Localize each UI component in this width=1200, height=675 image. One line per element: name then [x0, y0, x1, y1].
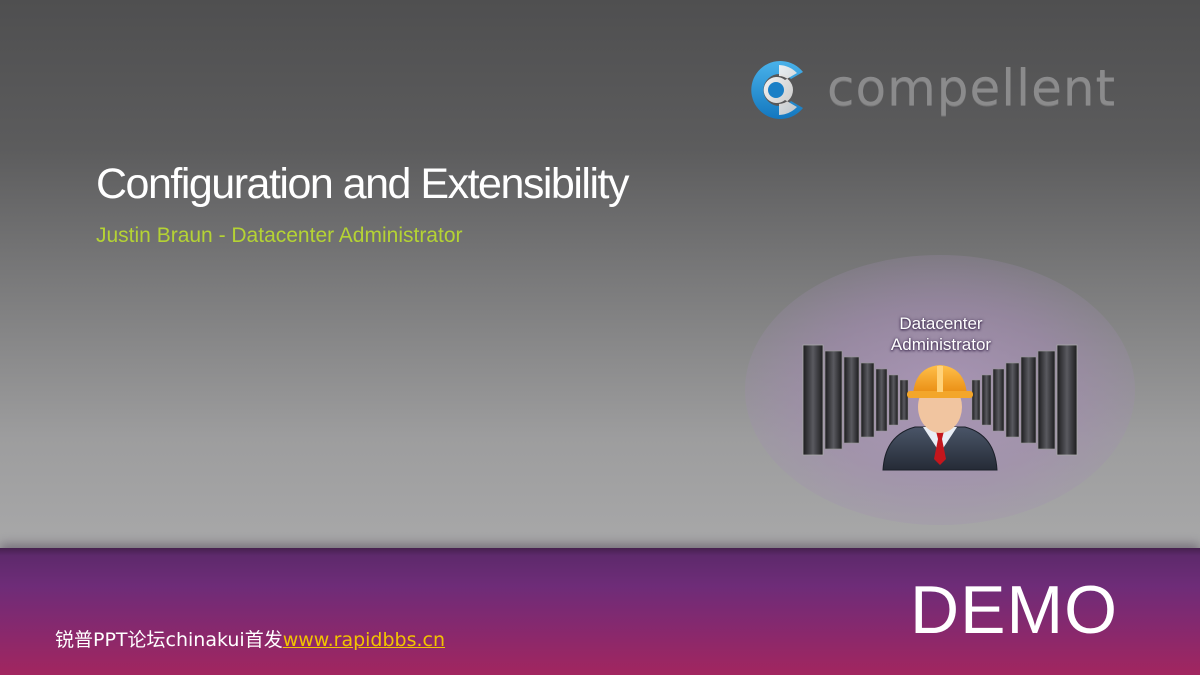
compellent-logo: compellent	[745, 58, 1145, 122]
demo-label: DEMO	[910, 572, 1118, 648]
credit-line: 锐普PPT论坛chinakui首发www.rapidbbs.cn	[55, 625, 445, 652]
server-rack-icon	[971, 344, 1078, 456]
compellent-c-logo-icon	[751, 61, 803, 120]
slide-title: Configuration and Extensibility	[96, 160, 629, 208]
slide-subtitle: Justin Braun - Datacenter Administrator	[96, 224, 463, 247]
logo-wordmark: compellent	[827, 59, 1117, 117]
credit-link[interactable]: www.rapidbbs.cn	[282, 629, 446, 651]
role-label: Datacenter Administrator	[860, 313, 1022, 355]
footer-band	[0, 548, 1200, 675]
administrator-with-hard-hat-icon	[882, 365, 998, 471]
role-label-line2: Administrator	[890, 335, 992, 354]
server-rack-icon	[802, 344, 909, 456]
credit-text: 锐普PPT论坛chinakui首发	[55, 629, 283, 651]
datacenter-illustration	[802, 344, 1078, 471]
role-label-line1: Datacenter	[899, 314, 983, 333]
